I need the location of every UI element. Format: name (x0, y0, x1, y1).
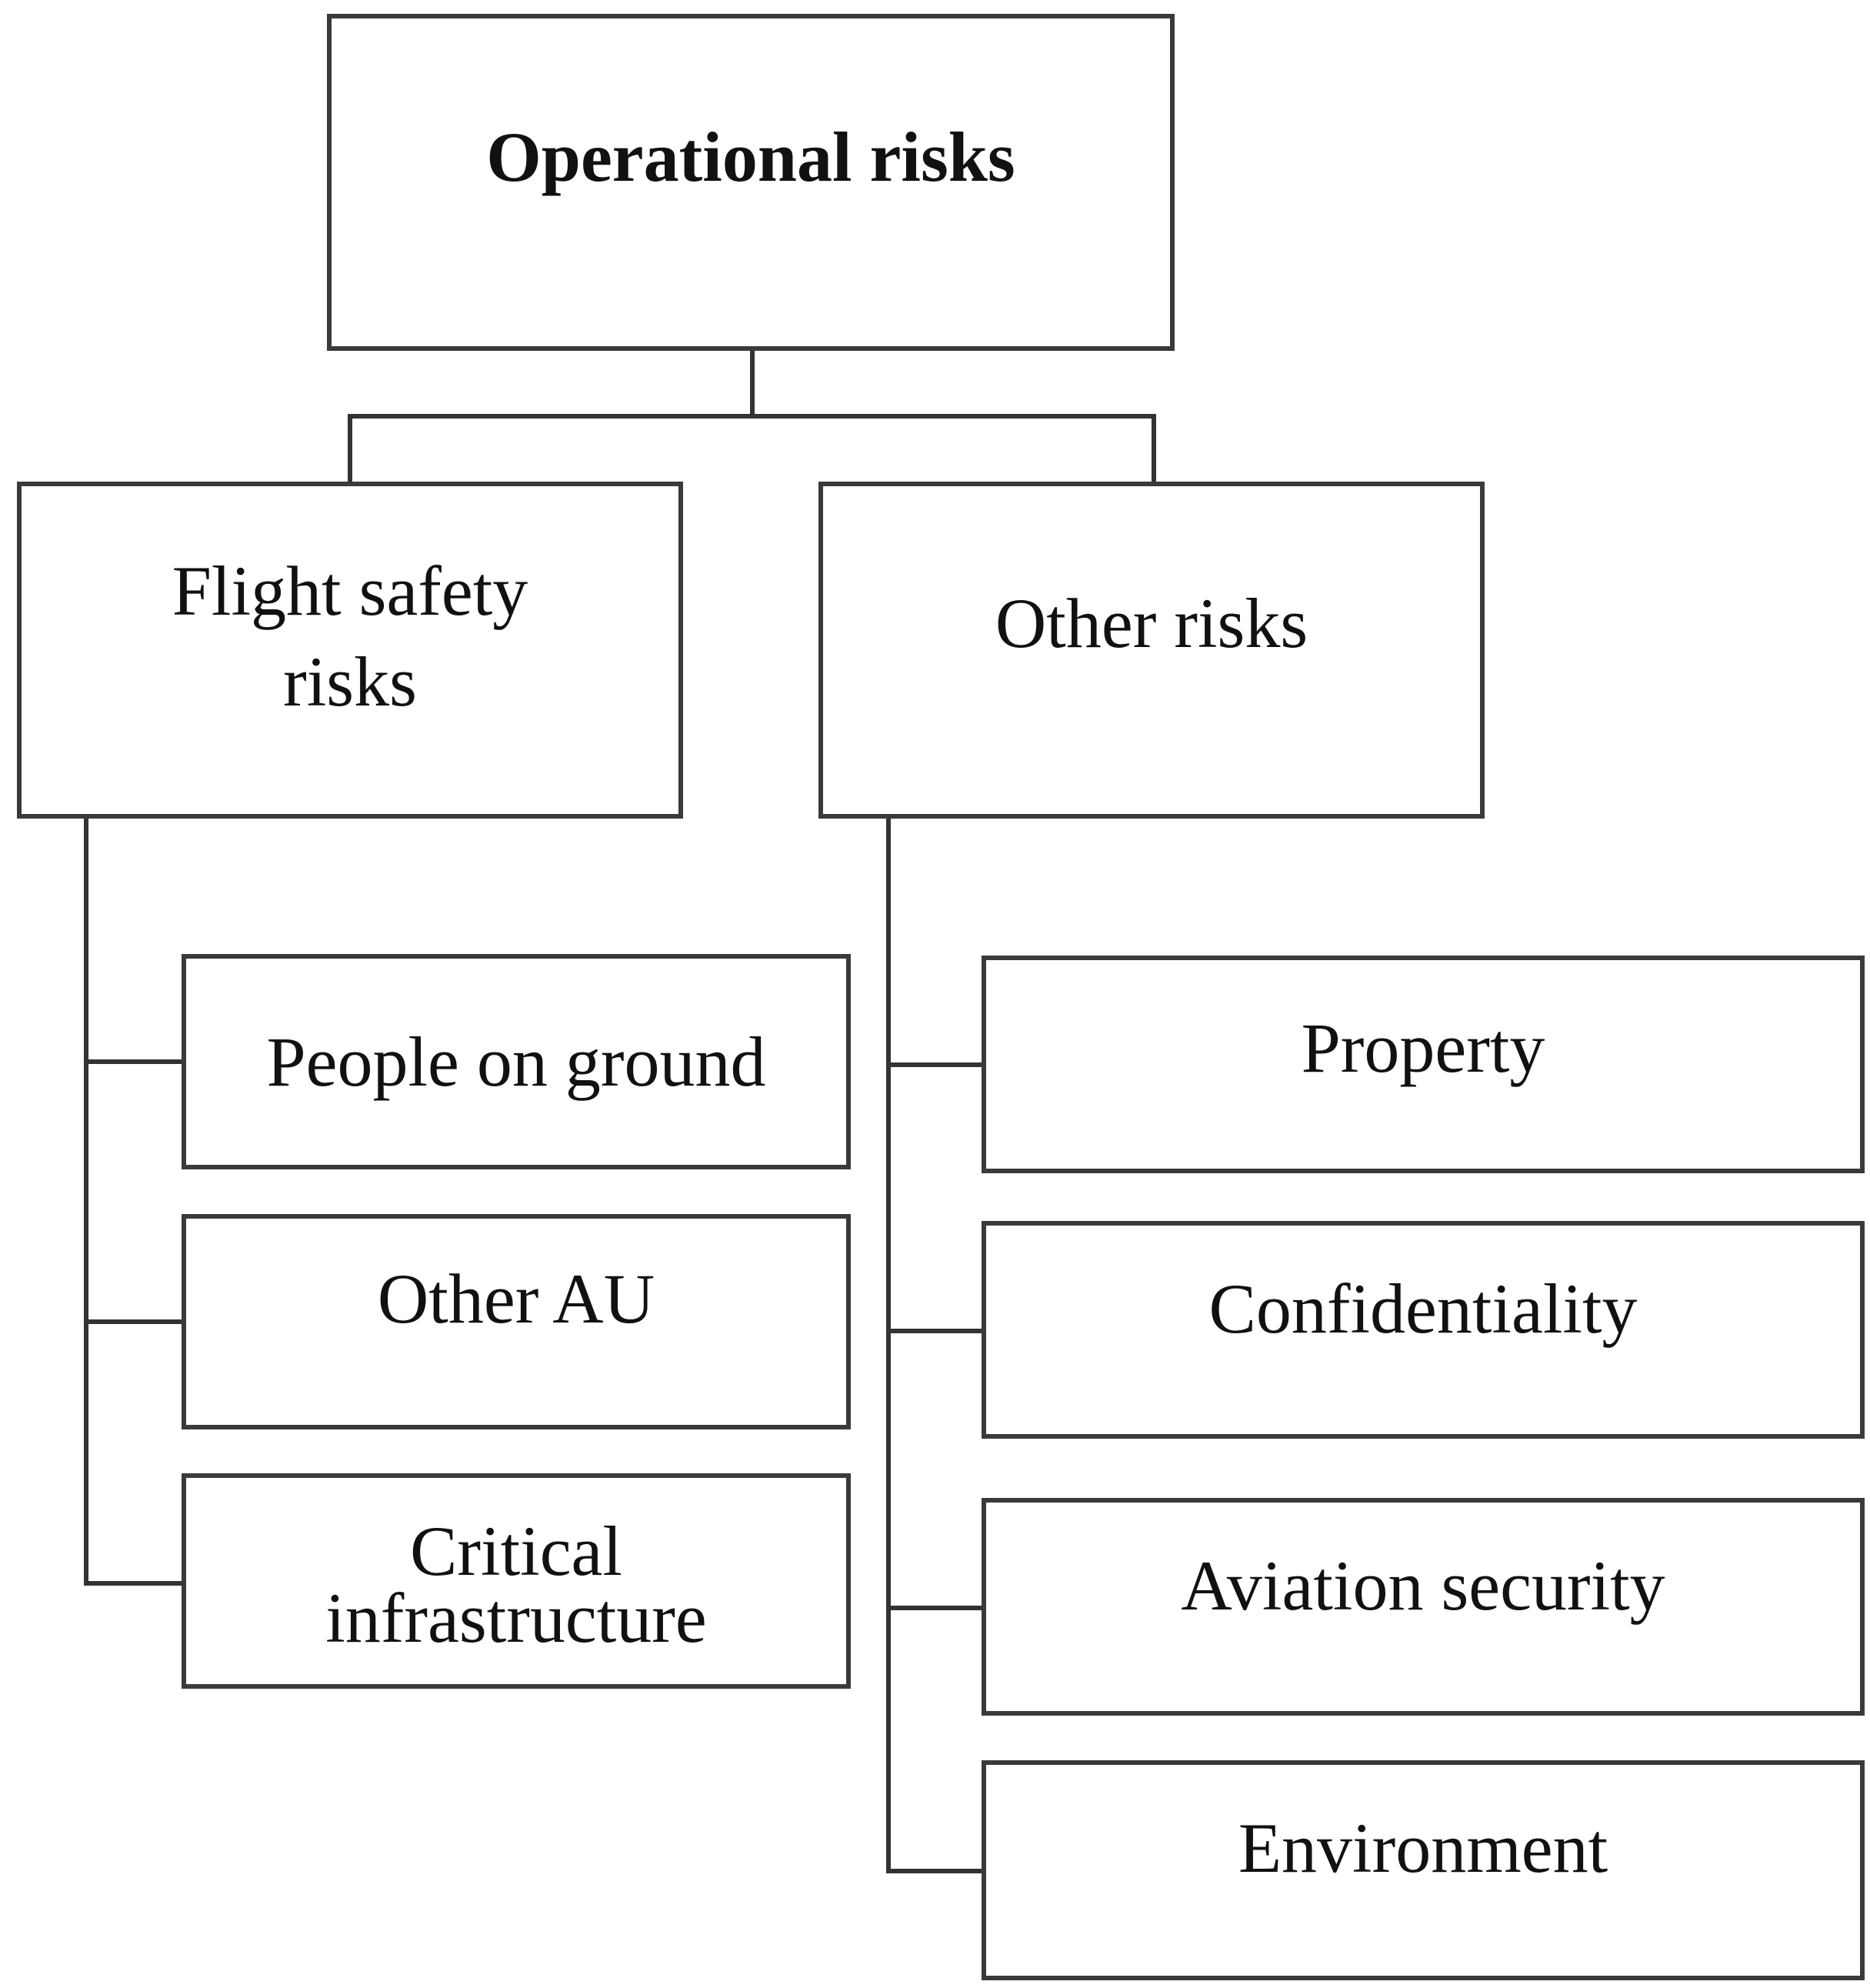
node-confidentiality: Confidentiality (982, 1221, 1865, 1439)
node-property: Property (982, 956, 1865, 1173)
node-label: Critical infrastructure (325, 1512, 707, 1658)
node-other-au: Other AU (182, 1214, 851, 1429)
node-aviation-security: Aviation security (982, 1498, 1865, 1716)
node-label: Confidentiality (1208, 1269, 1638, 1348)
node-operational-risks: Operational risks (327, 14, 1175, 351)
node-critical-infrastructure: Critical infrastructure (182, 1473, 851, 1689)
node-label: Flight safety risks (172, 552, 528, 721)
node-label: Operational risks (486, 118, 1015, 196)
node-environment: Environment (982, 1760, 1865, 1980)
node-other-risks: Other risks (818, 482, 1485, 819)
node-label: Aviation security (1181, 1546, 1665, 1625)
node-label: Other risks (995, 584, 1308, 662)
node-people-on-ground: People on ground (182, 954, 851, 1169)
node-label: People on ground (266, 1022, 766, 1101)
node-label: Property (1301, 1009, 1545, 1087)
node-label: Other AU (377, 1259, 655, 1338)
node-flight-safety-risks: Flight safety risks (17, 482, 683, 819)
node-label: Environment (1238, 1809, 1608, 1887)
